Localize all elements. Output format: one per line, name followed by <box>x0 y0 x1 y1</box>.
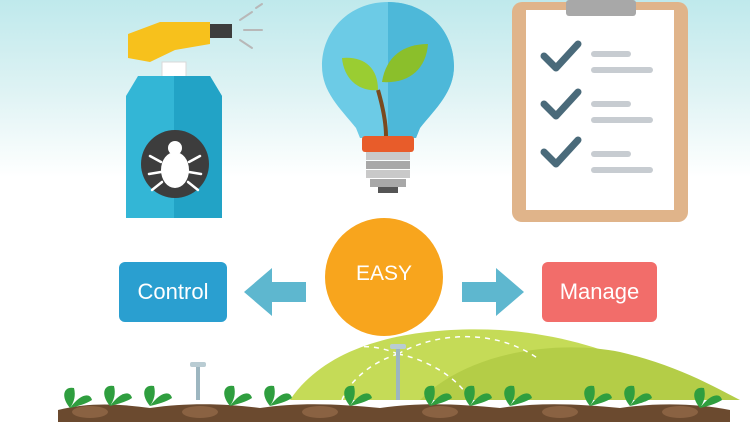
easy-label: EASY <box>355 262 413 285</box>
checkmark-icon <box>540 40 582 168</box>
arrow-left-icon <box>244 268 306 316</box>
light-bulb-icon <box>322 2 454 193</box>
control-box: Control <box>119 262 227 322</box>
sprout-icon <box>342 44 428 137</box>
arrow-right-icon <box>462 268 524 316</box>
manage-box: Manage <box>542 262 657 322</box>
soil-row <box>58 404 730 422</box>
easy-circle: EASY <box>325 218 443 336</box>
manage-label: Manage <box>559 279 640 304</box>
control-label: Control <box>137 279 209 304</box>
hills <box>290 329 740 401</box>
bug-icon <box>141 130 209 198</box>
plant-row <box>64 385 722 408</box>
sprinkler-icon <box>190 344 406 400</box>
clipboard-icon <box>512 0 688 222</box>
